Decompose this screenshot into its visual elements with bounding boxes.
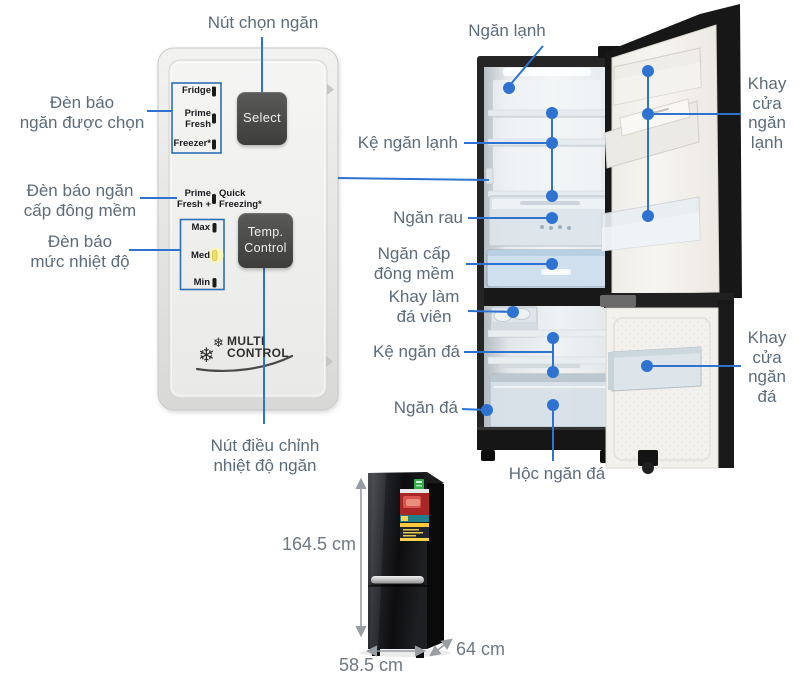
- snowflake-icon: ❄: [213, 335, 224, 350]
- freezer-light-label: Freezer*: [173, 138, 212, 149]
- freezer-door-open: [600, 293, 734, 474]
- indicator-bars: [212, 86, 217, 288]
- callout-dot: [642, 210, 654, 222]
- depth-arrow: [429, 638, 453, 657]
- callout-dot: [546, 258, 558, 270]
- callout-dot: [547, 332, 559, 344]
- callout-fridge-compartment-label: Ngăn lạnh: [468, 21, 546, 40]
- med-indicator-lit: [208, 248, 224, 263]
- callout-freezer-compartment-label: Ngăn đá: [393, 398, 458, 417]
- med-light-label: Med: [191, 249, 210, 261]
- freezer-door-tray: [608, 346, 702, 392]
- multi-control-underline: [195, 354, 294, 372]
- energy-label: [414, 479, 424, 492]
- max-light-label: Max: [191, 222, 210, 233]
- min-light-label: Min: [193, 277, 210, 288]
- compartment-lights-box: [171, 82, 222, 154]
- callout-dot: [546, 212, 558, 224]
- callout-select-button-label: Nút chọn ngăn: [207, 13, 319, 32]
- callout-freezer-bin-label: Hộc ngăn đá: [508, 464, 606, 483]
- callout-soft-freeze-drawer-label: Ngăn cấp đông mềm: [373, 244, 455, 283]
- callout-freezer-shelves-label: Kệ ngăn đá: [373, 342, 460, 361]
- dimension-arrows: [355, 477, 453, 657]
- temp-lights-box: [179, 218, 225, 291]
- snowflake-icon: ❄: [198, 345, 215, 367]
- fridge-light-label: Fridge: [181, 85, 211, 96]
- height-dimension-label: 164.5 cm: [281, 534, 356, 554]
- callout-fridge-door-trays-label: Khay cửa ngăn lạnh: [747, 74, 787, 152]
- callout-dot: [481, 404, 493, 416]
- callout-vegetable-drawer-label: Ngăn rau: [393, 208, 463, 227]
- callout-ice-tray-label: Khay làm đá viên: [388, 287, 460, 326]
- callout-dot: [546, 190, 558, 202]
- callout-dot: [546, 107, 558, 119]
- callout-dot: [546, 137, 558, 149]
- temp-control-button: Temp. Control: [238, 213, 293, 268]
- fridge-door-trays: [601, 47, 702, 252]
- panel-edge-arrow-icon: [327, 84, 334, 95]
- depth-dimension-label: 64 cm: [456, 639, 506, 659]
- callout-dot: [641, 360, 653, 372]
- callout-temp-button-label: Nút điều chỉnh nhiệt độ ngăn: [210, 436, 320, 475]
- fridge-door-open: [601, 4, 742, 298]
- callout-temp-light-label: Đèn báo mức nhiệt độ: [30, 232, 130, 271]
- panel-edge-arrow-icon: [326, 356, 333, 367]
- callout-soft-freeze-light-label: Đèn báo ngăn cấp đông mềm: [23, 181, 137, 220]
- callout-freezer-door-tray-label: Khay cửa ngăn đá: [747, 328, 787, 406]
- callout-dot: [507, 306, 519, 318]
- width-dimension-label: 58.5 cm: [338, 655, 404, 675]
- callout-fridge-shelves-label: Kệ ngăn lạnh: [357, 133, 458, 152]
- callout-dot: [642, 65, 654, 77]
- multi-control-logo: MULTI CONTROL: [227, 334, 290, 360]
- mini-fridge-handle: [371, 576, 424, 584]
- prime-fresh-light-label: Prime Fresh: [184, 108, 211, 130]
- mini-fridge-photo: [359, 472, 451, 658]
- in-fridge-control-unit: [485, 167, 494, 185]
- callout-dot: [547, 366, 559, 378]
- callout-dots: [481, 65, 654, 416]
- prime-fresh-plus-label: Prime Fresh +: [176, 188, 211, 210]
- promo-sticker: [400, 489, 429, 541]
- callout-dot: [547, 399, 559, 411]
- callout-dot: [503, 82, 515, 94]
- quick-freezing-label: Quick Freezing*: [219, 188, 262, 210]
- callout-selected-light-label: Đèn báo ngăn được chọn: [19, 93, 145, 132]
- callout-dot: [642, 108, 654, 120]
- select-button: Select: [237, 92, 287, 145]
